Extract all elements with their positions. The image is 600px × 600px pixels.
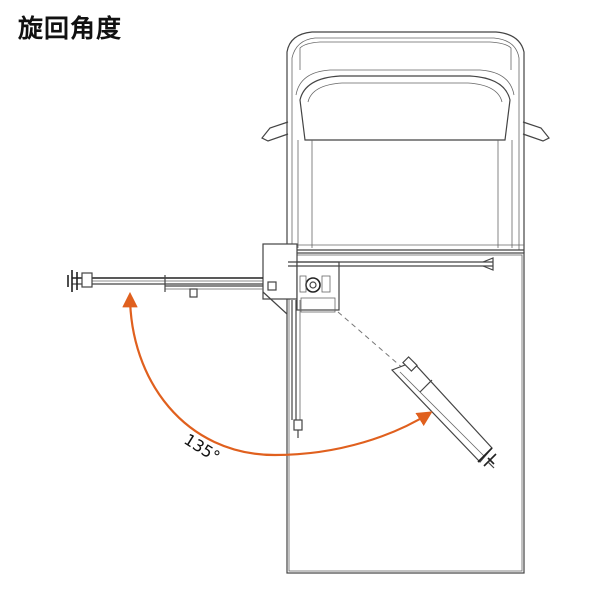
left-mirror bbox=[261, 121, 289, 142]
crane-base bbox=[262, 243, 494, 313]
page-title: 旋回角度 bbox=[18, 14, 123, 43]
boom-left-position bbox=[67, 270, 288, 315]
truck-cab bbox=[286, 31, 525, 253]
right-mirror bbox=[522, 121, 550, 142]
stowed-boom bbox=[291, 300, 303, 438]
boom-rotated-position bbox=[337, 311, 497, 469]
rotation-angle-arrow bbox=[122, 291, 433, 457]
